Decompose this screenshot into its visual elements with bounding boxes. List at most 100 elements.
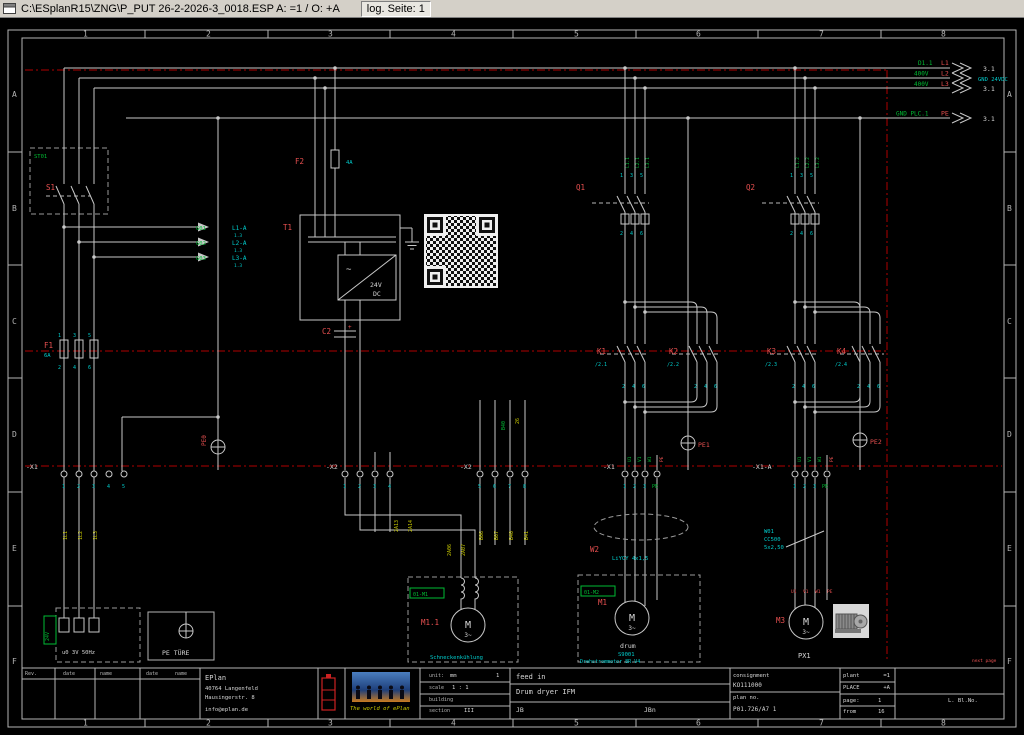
schematic-label: /2.2 <box>667 362 679 368</box>
schematic-label: L1 <box>941 59 949 67</box>
window-title: C:\ESplanR15\ZNG\P_PUT 26-2-2026-3_0018.… <box>21 3 340 15</box>
schematic-label: 2A13 <box>394 520 400 532</box>
schematic-label: D <box>1007 430 1012 439</box>
schematic-label: M <box>465 620 471 631</box>
schematic-label: W1 <box>647 456 653 462</box>
schematic-label: 2 <box>58 365 61 371</box>
schematic-label: -X1 <box>603 463 615 471</box>
schematic-label: EPlan <box>205 674 226 682</box>
schematic-label: plan no. <box>733 695 760 701</box>
schematic-label: 1 <box>793 484 796 490</box>
schematic-label: L3 <box>941 80 949 88</box>
schematic-label: PE <box>829 456 835 462</box>
schematic-label: name <box>100 671 112 677</box>
schematic-label: 6 <box>714 384 717 390</box>
schematic-label: 2A06 <box>447 544 453 556</box>
schematic-label: V1 <box>807 456 813 462</box>
schematic-label: ~ <box>346 265 352 275</box>
schematic-label: S1 <box>46 183 55 192</box>
schematic-label: 3~ <box>628 625 636 632</box>
schematic-label: S9001 <box>618 652 635 658</box>
schematic-label: Rev. <box>25 671 37 677</box>
schematic-label: PE <box>941 110 949 118</box>
schematic-label: 1 <box>496 673 499 679</box>
fuse-f2 <box>331 150 339 168</box>
schematic-label: 4 <box>388 484 391 490</box>
schematic-label: 400V <box>914 81 929 88</box>
schematic-label: G03 <box>196 256 206 262</box>
motor-m1-drum[interactable] <box>578 575 700 662</box>
schematic-label: feed in <box>516 673 546 681</box>
schematic-label: 2A14 <box>408 520 414 532</box>
schematic-label: B07 <box>494 531 500 540</box>
schematic-label: A <box>1007 90 1012 99</box>
transformer-t1[interactable] <box>300 68 419 470</box>
schematic-label: Drum dryer IFM <box>516 688 575 696</box>
terminal-strip-x1a[interactable] <box>792 455 830 609</box>
schematic-label: from <box>843 709 857 715</box>
schematic-label: 6 <box>696 30 701 39</box>
schematic-label: 1 <box>83 30 88 39</box>
inductor-coil <box>475 578 479 610</box>
schematic-label: K2 <box>669 347 678 356</box>
schematic-label: 8 <box>941 30 946 39</box>
breaker-q1[interactable] <box>592 68 649 330</box>
schematic-label: 6 <box>810 231 813 237</box>
schematic-label: Q1 <box>576 183 585 192</box>
schematic-label: 3 <box>643 484 646 490</box>
schematic-label: 5 <box>478 484 481 490</box>
schematic-label: 2 <box>857 384 860 390</box>
motor-photo <box>833 604 869 638</box>
schematic-label: 8 <box>523 484 526 490</box>
schematic-label: date <box>63 671 75 677</box>
schematic-label: -X1 <box>26 463 38 471</box>
schematic-label: scale <box>429 685 444 691</box>
terminal-strip-x1-left[interactable] <box>61 471 127 477</box>
schematic-label: 1 : 1 <box>452 685 469 691</box>
schematic-label: 6 <box>642 384 645 390</box>
cable-w2[interactable] <box>594 514 688 540</box>
terminal-strip-x1-motor[interactable] <box>622 455 660 606</box>
schematic-label: W1 <box>817 456 823 462</box>
schematic-label: M1 <box>598 598 607 607</box>
power-rails[interactable] <box>64 63 971 123</box>
schematic-label: 6 <box>877 384 880 390</box>
title-bar[interactable]: C:\ESplanR15\ZNG\P_PUT 26-2-2026-3_0018.… <box>0 0 1024 18</box>
schematic-label: 2 <box>790 231 793 237</box>
motor-m3[interactable] <box>789 604 869 639</box>
schematic-label: 2 <box>358 484 361 490</box>
schematic-label: consignment <box>733 673 769 679</box>
schematic-label: PE <box>652 484 658 490</box>
schematic-label: 6 <box>493 484 496 490</box>
schematic-label: III <box>464 708 474 714</box>
breaker-q2[interactable] <box>762 68 819 330</box>
schematic-label: name <box>175 671 187 677</box>
schematic-label: 2 <box>620 231 623 237</box>
motor-m1-1[interactable] <box>345 478 518 662</box>
schematic-label: C <box>12 317 17 326</box>
schematic-label: 5 <box>88 333 91 339</box>
schematic-label: 4 <box>107 484 110 490</box>
schematic-label: 1.3 <box>234 248 242 254</box>
schematic-label: 3.1 <box>983 65 995 73</box>
schematic-label: F <box>1007 657 1012 666</box>
schematic-label: 5 <box>574 30 579 39</box>
page-indicator-badge: log. Seite: 1 <box>361 1 431 17</box>
battery-icon <box>322 674 335 710</box>
schematic-label: JB <box>516 706 524 714</box>
schematic-label: B06 <box>479 531 485 540</box>
schematic-label: 1 <box>62 484 65 490</box>
main-switch-s1[interactable] <box>30 68 209 618</box>
schematic-label: Drehstrommotor 8R-V4 <box>580 659 640 665</box>
schematic-canvas[interactable]: 1234567812345678ABCDEFABCDEFD1.1L1400VL2… <box>0 18 1024 735</box>
schematic-label: 1 <box>620 173 623 179</box>
schematic-label: 2 <box>77 484 80 490</box>
schematic-label: A <box>12 90 17 99</box>
schematic-label: +A <box>883 685 890 691</box>
terminal-strip-x2-a[interactable] <box>342 452 393 532</box>
schematic-label: 3 <box>73 333 76 339</box>
schematic-label: 7 <box>819 30 824 39</box>
schematic-label: M1.1 <box>421 618 439 627</box>
schematic-label: 3~ <box>464 632 472 639</box>
